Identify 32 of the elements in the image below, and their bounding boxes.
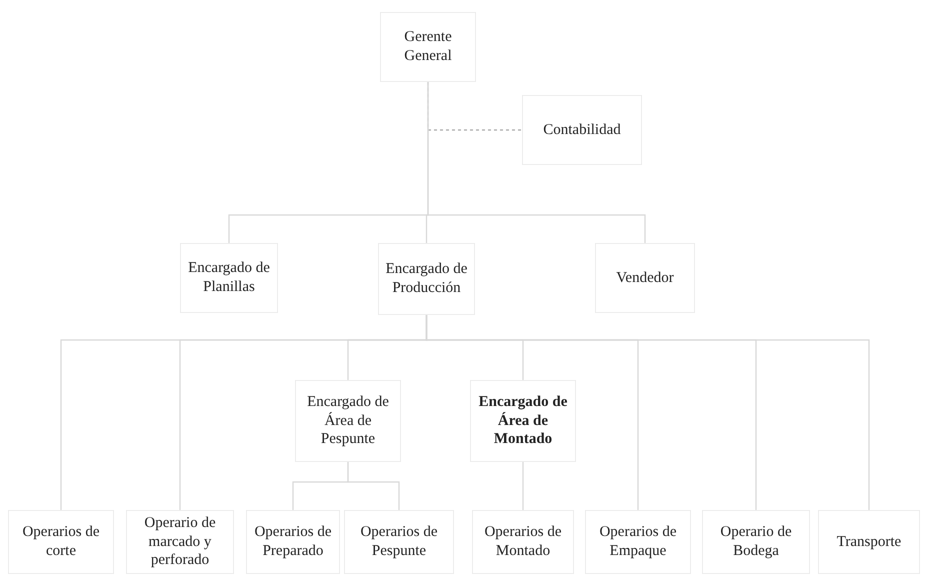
role-label: Transporte bbox=[836, 532, 902, 552]
org-box bbox=[595, 243, 695, 313]
role-label: Encargado de Área de Pespunte bbox=[306, 392, 390, 450]
role-label: Operario de Bodega bbox=[719, 523, 793, 561]
connector-line bbox=[522, 462, 524, 510]
role-label: Operario de marcado y perforado bbox=[143, 514, 217, 570]
org-box bbox=[8, 510, 114, 574]
role-label: Gerente General bbox=[403, 28, 453, 66]
org-box bbox=[380, 12, 476, 82]
role-label: Contabilidad bbox=[543, 120, 621, 140]
org-box bbox=[126, 510, 234, 574]
role-label: Vendedor bbox=[616, 268, 674, 288]
org-box bbox=[246, 510, 340, 574]
role-label: Encargado de Planillas bbox=[187, 259, 271, 297]
org-box bbox=[702, 510, 810, 574]
org-box bbox=[378, 243, 475, 315]
org-box bbox=[472, 510, 574, 574]
org-box bbox=[470, 380, 576, 462]
org-box bbox=[522, 95, 642, 165]
role-label: Operarios de Pespunte bbox=[359, 523, 439, 561]
role-label: Encargado de Área de Montado bbox=[478, 392, 568, 450]
org-box bbox=[818, 510, 920, 574]
role-label: Operarios de corte bbox=[21, 523, 101, 561]
org-box bbox=[585, 510, 691, 574]
org-box bbox=[180, 243, 278, 313]
org-box bbox=[344, 510, 454, 574]
role-label: Encargado de Producción bbox=[384, 260, 468, 298]
role-label: Operarios de Preparado bbox=[253, 523, 333, 561]
role-label: Operarios de Empaque bbox=[598, 523, 678, 561]
role-label: Operarios de Montado bbox=[483, 523, 563, 561]
org-box bbox=[295, 380, 401, 462]
connector-line bbox=[347, 462, 400, 510]
